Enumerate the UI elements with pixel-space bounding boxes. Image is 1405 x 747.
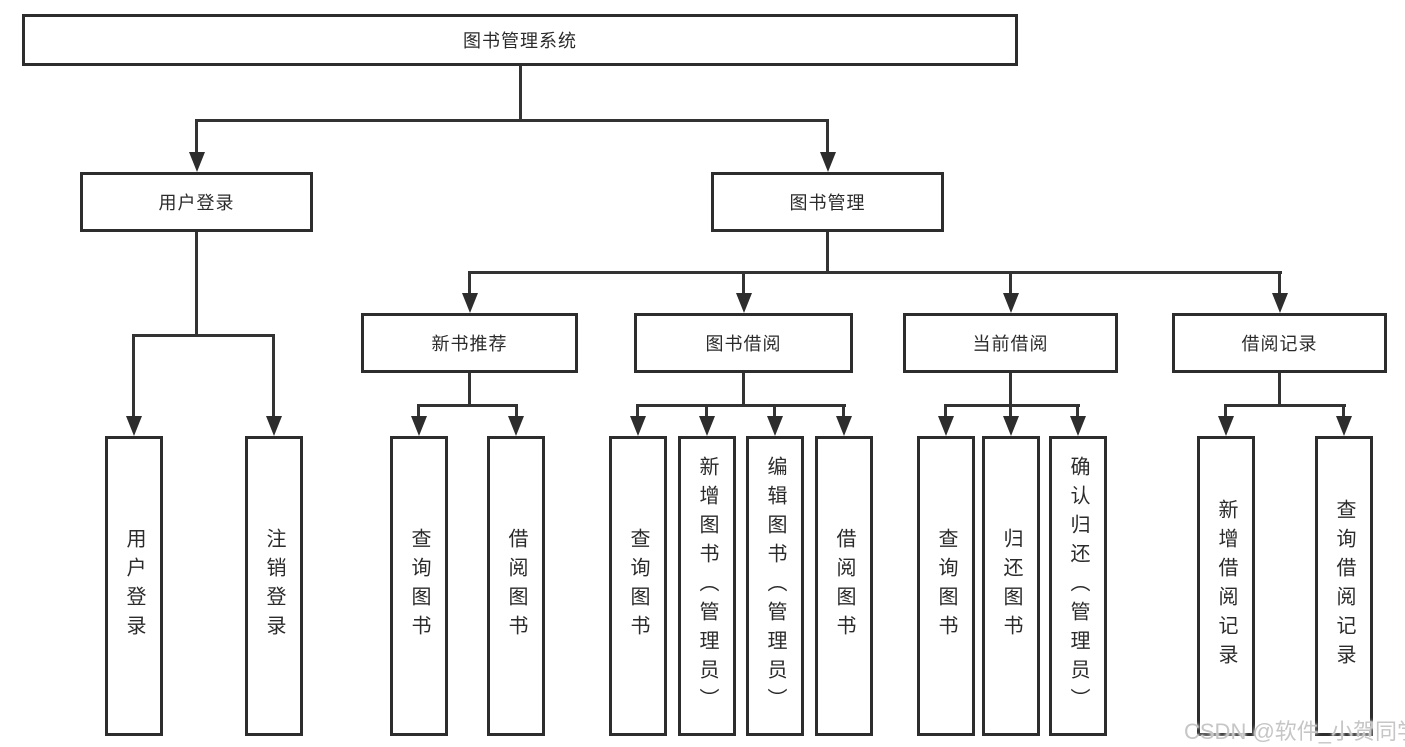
arrow-down-icon — [411, 416, 427, 436]
node-label: 新增图书（管理员） — [696, 455, 718, 717]
arrow-down-icon — [508, 416, 524, 436]
node-label: 用户登录 — [158, 193, 235, 213]
leaf-borrowing-borrow-books: 借阅图书 — [815, 436, 873, 736]
connector-line — [1224, 404, 1227, 418]
connector-line — [826, 119, 829, 155]
leaf-borrowing-query-books: 查询图书 — [609, 436, 667, 736]
connector-line — [195, 119, 829, 122]
node-label: 查询图书 — [408, 528, 430, 644]
connector-line — [944, 404, 947, 418]
connector-line — [519, 66, 522, 121]
connector-line — [272, 334, 275, 418]
leaf-records-query-record: 查询借阅记录 — [1315, 436, 1373, 736]
node-label: 图书借阅 — [705, 334, 782, 354]
node-book-management: 图书管理 — [711, 172, 944, 232]
arrow-down-icon — [630, 416, 646, 436]
leaf-current-return-books: 归还图书 — [982, 436, 1040, 736]
node-new-book-recommend: 新书推荐 — [361, 313, 578, 373]
connector-line — [132, 334, 275, 337]
arrow-down-icon — [1272, 293, 1288, 313]
arrow-down-icon — [699, 416, 715, 436]
connector-line — [1224, 404, 1346, 407]
arrow-down-icon — [1218, 416, 1234, 436]
connector-line — [944, 404, 1080, 407]
connector-line — [742, 373, 745, 406]
connector-line — [1342, 404, 1345, 418]
arrow-down-icon — [1336, 416, 1352, 436]
connector-line — [826, 232, 829, 273]
node-label: 借阅图书 — [833, 528, 855, 644]
connector-line — [1009, 271, 1012, 296]
node-current-borrowing: 当前借阅 — [903, 313, 1118, 373]
leaf-recommend-borrow-books: 借阅图书 — [487, 436, 545, 736]
arrow-down-icon — [126, 416, 142, 436]
node-label: 当前借阅 — [972, 334, 1049, 354]
connector-line — [636, 404, 639, 418]
arrow-down-icon — [820, 152, 836, 172]
connector-line — [515, 404, 518, 418]
leaf-recommend-query-books: 查询图书 — [390, 436, 448, 736]
arrow-down-icon — [938, 416, 954, 436]
node-label: 编辑图书（管理员） — [764, 455, 786, 717]
watermark: CSDN @软件_小贺同学 — [1184, 719, 1405, 744]
arrow-down-icon — [736, 293, 752, 313]
connector-line — [417, 404, 420, 418]
connector-line — [1278, 373, 1281, 406]
node-label: 借阅记录 — [1241, 334, 1318, 354]
leaf-current-confirm-return-admin: 确认归还（管理员） — [1049, 436, 1107, 736]
leaf-borrowing-edit-books-admin: 编辑图书（管理员） — [746, 436, 804, 736]
node-label: 查询借阅记录 — [1333, 499, 1355, 673]
leaf-records-add-record: 新增借阅记录 — [1197, 436, 1255, 736]
node-label: 借阅图书 — [505, 528, 527, 644]
connector-line — [195, 232, 198, 337]
connector-line — [1278, 271, 1281, 296]
connector-line — [417, 404, 518, 407]
connector-line — [132, 334, 135, 418]
node-label: 注销登录 — [263, 528, 285, 644]
arrow-down-icon — [1070, 416, 1086, 436]
node-label: 确认归还（管理员） — [1067, 455, 1089, 717]
node-borrowing-records: 借阅记录 — [1172, 313, 1387, 373]
node-label: 用户登录 — [123, 528, 145, 644]
arrow-down-icon — [462, 293, 478, 313]
connector-line — [705, 404, 708, 418]
node-label: 新增借阅记录 — [1215, 499, 1237, 673]
arrow-down-icon — [189, 152, 205, 172]
connector-line — [742, 271, 745, 296]
node-label: 图书管理 — [789, 193, 866, 213]
connector-line — [1076, 404, 1079, 418]
connector-line — [636, 404, 846, 407]
leaf-logout: 注销登录 — [245, 436, 303, 736]
node-book-borrowing: 图书借阅 — [634, 313, 853, 373]
connector-line — [468, 373, 471, 406]
connector-line — [195, 119, 198, 155]
node-label: 查询图书 — [935, 528, 957, 644]
arrow-down-icon — [1003, 416, 1019, 436]
leaf-user-login: 用户登录 — [105, 436, 163, 736]
node-library-management-system: 图书管理系统 — [22, 14, 1018, 66]
connector-line — [1009, 373, 1012, 406]
leaf-borrowing-add-books-admin: 新增图书（管理员） — [678, 436, 736, 736]
connector-line — [468, 271, 471, 296]
arrow-down-icon — [266, 416, 282, 436]
arrow-down-icon — [1003, 293, 1019, 313]
node-label: 新书推荐 — [431, 334, 508, 354]
connector-line — [468, 271, 1282, 274]
leaf-current-query-books: 查询图书 — [917, 436, 975, 736]
node-label: 图书管理系统 — [463, 31, 577, 51]
arrow-down-icon — [836, 416, 852, 436]
node-label: 查询图书 — [627, 528, 649, 644]
connector-line — [842, 404, 845, 418]
connector-line — [773, 404, 776, 418]
node-user-login: 用户登录 — [80, 172, 313, 232]
arrow-down-icon — [767, 416, 783, 436]
node-label: 归还图书 — [1000, 528, 1022, 644]
connector-line — [1009, 404, 1012, 418]
